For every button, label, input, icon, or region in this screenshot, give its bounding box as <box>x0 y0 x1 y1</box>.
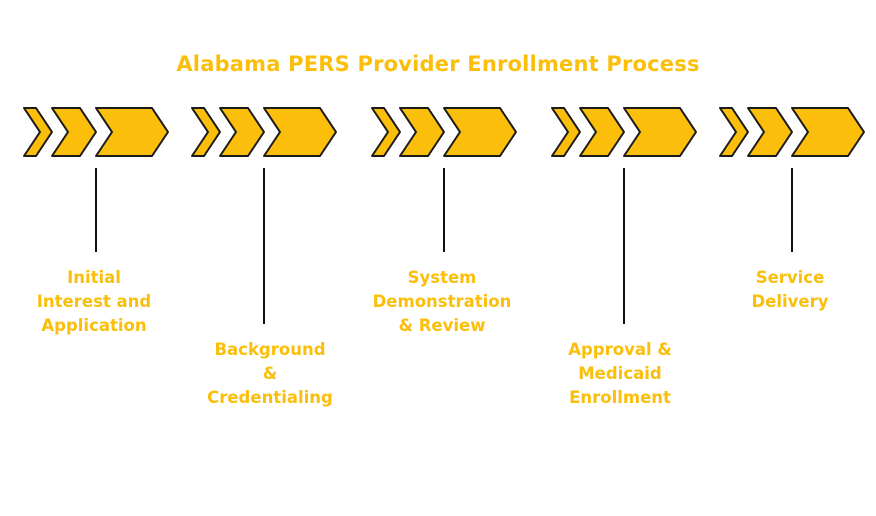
stage-4-label-line-3: Enrollment <box>569 388 671 407</box>
chevron-arrows-icon <box>551 107 697 157</box>
stage-5-label: Service Delivery <box>700 266 876 314</box>
chevron-arrows-icon <box>191 107 337 157</box>
stage-4-chevrons <box>550 100 700 164</box>
stage-2-label-line-1: Background <box>214 340 326 359</box>
stage-1-label-line-2: Interest and <box>36 292 152 311</box>
stage-4-label: Approval & Medicaid Enrollment <box>530 338 710 410</box>
stage-3-label-line-2: Demonstration <box>372 292 512 311</box>
stage-2-label-line-2: & <box>262 364 278 383</box>
stage-1-label: Initial Interest and Application <box>4 266 184 338</box>
stage-3-connector <box>443 168 445 252</box>
stage-5-connector <box>791 168 793 252</box>
stage-2-connector <box>263 168 265 324</box>
chevron-arrows-icon <box>719 107 865 157</box>
stage-5-label-line-2: Delivery <box>751 292 829 311</box>
chevron-arrows-icon <box>371 107 517 157</box>
stage-4-connector <box>623 168 625 324</box>
stage-3-chevrons <box>370 100 520 164</box>
chevron-arrows-icon <box>23 107 169 157</box>
stage-1-label-line-3: Application <box>41 316 147 335</box>
stage-1-label-line-1: Initial <box>67 268 121 287</box>
stage-3-label-line-1: System <box>407 268 477 287</box>
stage-1-connector <box>95 168 97 252</box>
diagram-title: Alabama PERS Provider Enrollment Process <box>176 52 700 76</box>
stage-3-label: System Demonstration & Review <box>352 266 532 338</box>
stage-2-chevrons <box>190 100 340 164</box>
stage-3-label-line-3: & Review <box>398 316 486 335</box>
stage-2-label-line-3: Credentialing <box>207 388 333 407</box>
stage-5-label-line-1: Service <box>755 268 825 287</box>
stage-5-chevrons <box>718 100 868 164</box>
stage-4-label-line-2: Medicaid <box>578 364 662 383</box>
stage-2-label: Background & Credentialing <box>180 338 360 410</box>
stage-1-chevrons <box>22 100 172 164</box>
stage-4-label-line-1: Approval & <box>568 340 672 359</box>
